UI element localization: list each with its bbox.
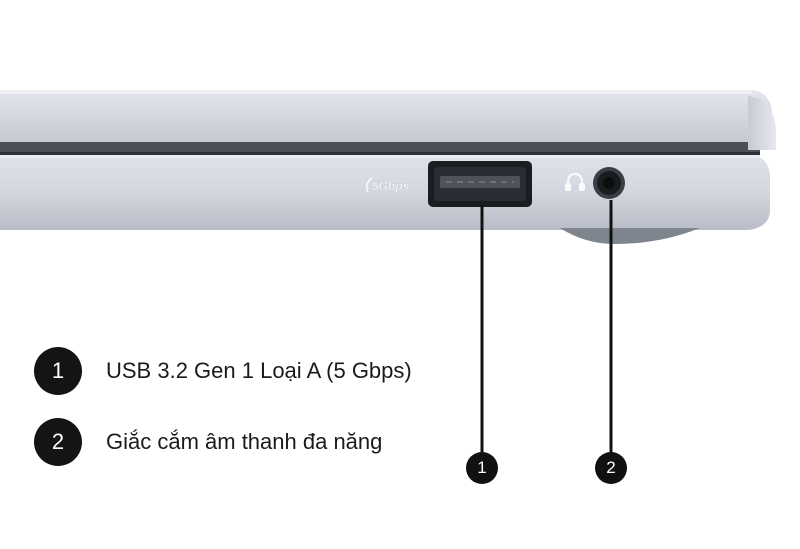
lid-seam [0, 142, 760, 154]
laptop-lid [0, 90, 772, 142]
usb-speed-label: 5Gbps [372, 179, 410, 193]
callout-badge-audio-jack: 2 [595, 452, 627, 484]
legend-item-audio-jack: 2 Giắc cắm âm thanh đa năng [34, 418, 382, 466]
legend-number-badge: 2 [34, 418, 82, 466]
legend-label: Giắc cắm âm thanh đa năng [106, 429, 383, 454]
headphone-icon [565, 172, 585, 191]
legend-label: USB 3.2 Gen 1 Loại A (5 Gbps) [106, 358, 412, 383]
audio-jack-port [593, 167, 625, 199]
legend-number-badge: 1 [34, 347, 82, 395]
laptop-foot [560, 228, 700, 244]
hinge [748, 96, 776, 150]
usb-a-port [428, 161, 532, 207]
callout-badge-usb: 1 [466, 452, 498, 484]
legend-item-usb: 1 USB 3.2 Gen 1 Loại A (5 Gbps) [34, 347, 412, 395]
